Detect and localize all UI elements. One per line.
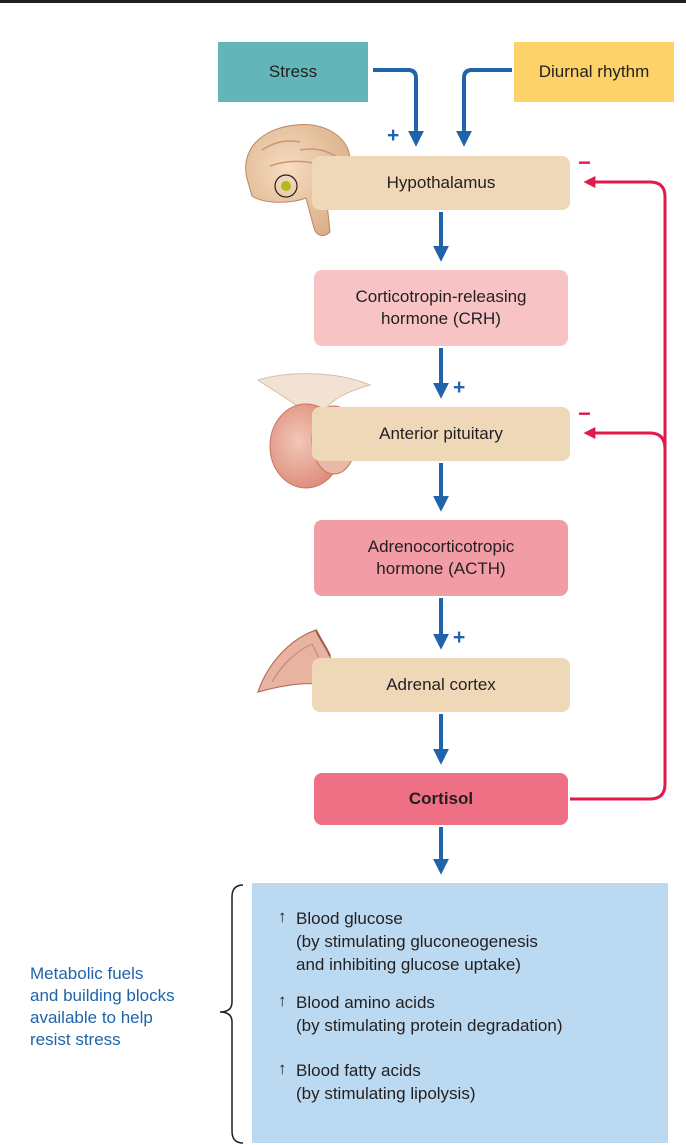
note-line: resist stress <box>30 1030 121 1049</box>
effect-blood-glucose: ↑ Blood glucose (by stimulating gluconeo… <box>278 907 668 976</box>
hypothalamus-label: Hypothalamus <box>386 173 496 192</box>
acth-box: Adrenocorticotropic hormone (ACTH) <box>314 520 568 596</box>
increase-arrow-icon: ↑ <box>278 1059 287 1078</box>
stress-plus-sign: + <box>387 124 400 147</box>
hypothalamus-minus-sign: − <box>578 150 591 175</box>
effect-text: (by stimulating gluconeogenesis <box>296 932 538 951</box>
metabolic-fuels-note: Metabolic fuels and building blocks avai… <box>30 963 220 1051</box>
effect-text: and inhibiting glucose uptake) <box>296 955 521 974</box>
anterior-pituitary-label: Anterior pituitary <box>379 424 503 443</box>
diurnal-arrow <box>456 68 512 147</box>
effect-text: Blood glucose <box>296 909 403 928</box>
effect-text: (by stimulating protein degradation) <box>296 1016 563 1035</box>
stress-arrow <box>373 68 424 147</box>
increase-arrow-icon: ↑ <box>278 991 287 1010</box>
crh-box: Corticotropin-releasing hormone (CRH) <box>314 270 568 346</box>
note-line: Metabolic fuels <box>30 964 144 983</box>
pituitary-minus-sign: − <box>578 401 591 426</box>
diurnal-rhythm-label: Diurnal rhythm <box>538 62 650 81</box>
note-line: available to help <box>30 1008 153 1027</box>
anterior-pituitary-box: Anterior pituitary <box>312 407 570 461</box>
acth-label-line2: hormone (ACTH) <box>376 559 506 578</box>
stress-label: Stress <box>268 62 318 81</box>
effect-blood-fatty-acids: ↑ Blood fatty acids (by stimulating lipo… <box>278 1059 668 1105</box>
cortisol-label: Cortisol <box>408 789 474 808</box>
cortisol-box: Cortisol <box>314 773 568 825</box>
crh-plus-sign: + <box>453 376 466 399</box>
acth-label-line1: Adrenocorticotropic <box>367 537 515 556</box>
crh-label-line2: hormone (CRH) <box>381 309 501 328</box>
feedback-loop-to-hypothalamus <box>570 176 667 801</box>
diurnal-rhythm-box: Diurnal rhythm <box>514 42 674 102</box>
effect-blood-amino-acids: ↑ Blood amino acids (by stimulating prot… <box>278 991 668 1037</box>
feedback-branch-to-pituitary <box>583 427 667 450</box>
effect-text: (by stimulating lipolysis) <box>296 1084 476 1103</box>
hypothalamus-box: Hypothalamus <box>312 156 570 210</box>
acth-plus-sign: + <box>453 626 466 649</box>
adrenal-cortex-label: Adrenal cortex <box>386 675 496 694</box>
note-line: and building blocks <box>30 986 175 1005</box>
adrenal-cortex-box: Adrenal cortex <box>312 658 570 712</box>
top-rule <box>0 0 686 3</box>
stress-box: Stress <box>218 42 368 102</box>
effects-bracket <box>219 884 244 1144</box>
effect-text: Blood fatty acids <box>296 1061 421 1080</box>
effect-text: Blood amino acids <box>296 993 435 1012</box>
crh-label-line1: Corticotropin-releasing <box>355 287 527 306</box>
effects-box: ↑ Blood glucose (by stimulating gluconeo… <box>252 883 668 1143</box>
increase-arrow-icon: ↑ <box>278 907 287 926</box>
